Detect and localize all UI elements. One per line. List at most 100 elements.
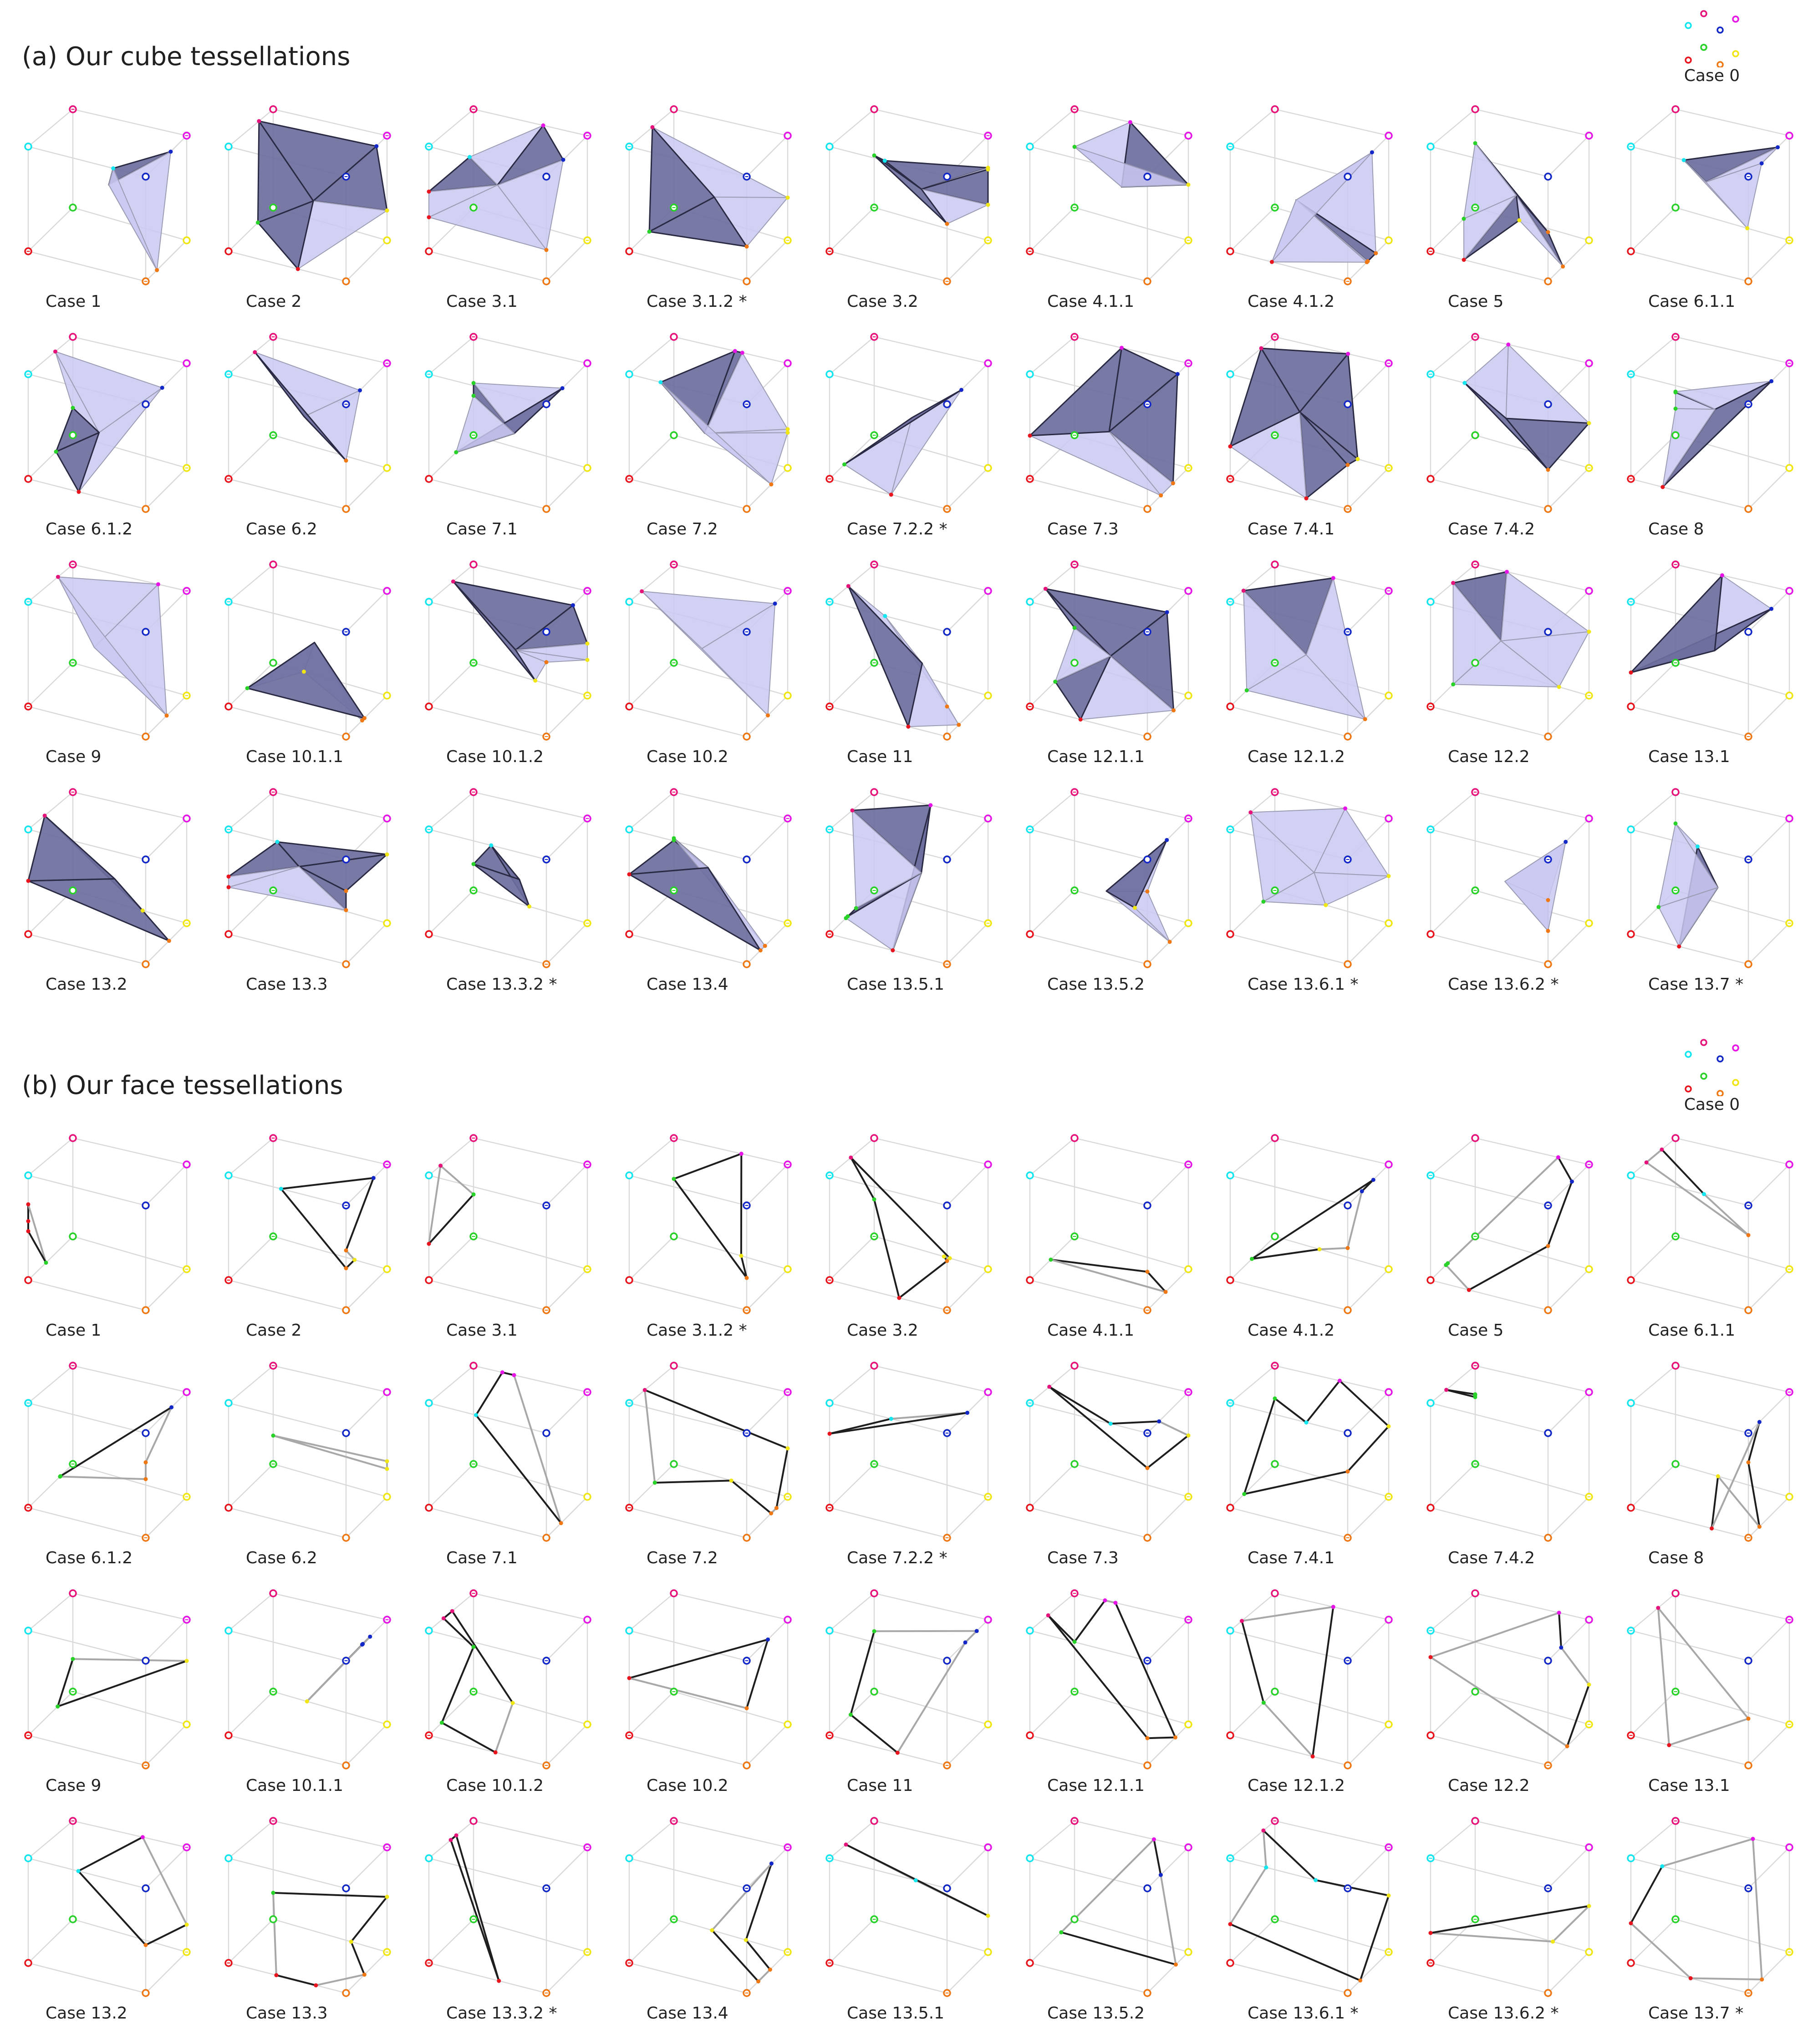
corner-marker bbox=[470, 660, 477, 666]
cube-edge bbox=[1748, 1724, 1789, 1765]
case-cell: Case 3.1 bbox=[405, 105, 601, 332]
cube-edge bbox=[28, 1858, 146, 1888]
edge-vertex bbox=[442, 1616, 446, 1620]
face-segment bbox=[712, 1864, 772, 1931]
corner-marker bbox=[1272, 334, 1278, 340]
cube-edge bbox=[1075, 1366, 1188, 1392]
edge-vertex bbox=[472, 381, 476, 385]
corner-marker bbox=[1786, 465, 1793, 471]
edge-vertex bbox=[1259, 346, 1263, 351]
corner-marker bbox=[225, 1627, 232, 1634]
cube-edge bbox=[28, 1138, 73, 1175]
face-segment bbox=[1348, 1426, 1389, 1471]
corner-marker bbox=[1472, 432, 1478, 438]
corner-marker bbox=[1144, 1885, 1151, 1891]
cube-edge bbox=[429, 1858, 546, 1888]
cube-edge bbox=[747, 1724, 788, 1765]
corner-marker bbox=[384, 360, 390, 366]
face-segment bbox=[759, 1970, 770, 1982]
cube-edge bbox=[346, 240, 387, 281]
corner-marker bbox=[1745, 401, 1752, 407]
corner-marker bbox=[871, 1233, 877, 1240]
cube-edge bbox=[1030, 1508, 1147, 1538]
corner-marker bbox=[1185, 1949, 1192, 1955]
edge-vertex bbox=[1667, 1743, 1671, 1747]
corner-marker bbox=[584, 132, 591, 139]
case-label: Case 11 bbox=[847, 1776, 913, 1795]
face-segment bbox=[60, 1477, 146, 1480]
cube-edge bbox=[229, 934, 346, 964]
cube-edge bbox=[346, 468, 387, 509]
edge-vertex bbox=[1073, 145, 1077, 149]
case-cell: Case 13.3.2 * bbox=[405, 1816, 601, 2044]
corner-marker bbox=[626, 826, 632, 833]
face-segment bbox=[1669, 1719, 1748, 1745]
corner-marker bbox=[584, 1617, 591, 1623]
corner-marker bbox=[143, 1762, 149, 1769]
edge-vertex bbox=[849, 1155, 853, 1159]
edge-vertex bbox=[344, 458, 348, 463]
corner-marker bbox=[343, 1430, 349, 1436]
corner-marker bbox=[1586, 588, 1592, 594]
case-cell: Case 10.2 bbox=[606, 560, 801, 788]
cube-edge bbox=[1475, 1138, 1589, 1164]
face-segment bbox=[1431, 1613, 1559, 1658]
cube-edge bbox=[947, 1164, 988, 1205]
corner-marker bbox=[470, 1916, 477, 1922]
case-diagram bbox=[9, 560, 191, 742]
cube-edge bbox=[674, 109, 788, 136]
corner-marker bbox=[1586, 1494, 1592, 1500]
cube-edge bbox=[429, 1963, 546, 1993]
edge-vertex bbox=[786, 1446, 790, 1450]
case-cell: Case 10.1.1 bbox=[205, 560, 401, 788]
corner-marker bbox=[826, 703, 833, 710]
case-cell: Case 6.2 bbox=[205, 332, 401, 560]
corner-marker bbox=[270, 789, 276, 795]
corner-marker bbox=[1385, 1721, 1392, 1728]
corner-marker bbox=[1786, 692, 1793, 699]
face-segment bbox=[899, 1261, 947, 1298]
cube-edge bbox=[874, 1138, 988, 1164]
face-segment bbox=[1658, 1608, 1669, 1745]
corner-marker bbox=[1144, 1430, 1151, 1436]
edge-vertex bbox=[1168, 940, 1172, 944]
corner-marker bbox=[1427, 1400, 1434, 1406]
cube-edge bbox=[1475, 792, 1589, 819]
corner-marker bbox=[1628, 1732, 1634, 1739]
case-diagram bbox=[810, 1361, 993, 1543]
edge-vertex bbox=[849, 1713, 853, 1717]
face-segment bbox=[1567, 1685, 1589, 1746]
corner-marker bbox=[1586, 1844, 1592, 1851]
case-diagram bbox=[1011, 332, 1193, 514]
corner-marker bbox=[871, 1818, 877, 1824]
cube-edge bbox=[1275, 109, 1389, 136]
case-label: Case 13.6.1 * bbox=[1248, 975, 1359, 994]
face-segment bbox=[851, 1158, 950, 1258]
corner-marker bbox=[1745, 733, 1752, 740]
cube-edge bbox=[874, 1464, 988, 1497]
edge-vertex bbox=[1660, 485, 1665, 489]
face-segment bbox=[495, 1703, 513, 1753]
corner-marker bbox=[183, 692, 190, 699]
corner-marker bbox=[1786, 237, 1793, 244]
cube-edge bbox=[1475, 1236, 1589, 1269]
corner-marker bbox=[584, 1721, 591, 1728]
face-segment bbox=[351, 1897, 387, 1942]
cube-edge bbox=[629, 251, 747, 281]
case-diagram bbox=[9, 105, 191, 287]
corner-marker bbox=[784, 1389, 791, 1395]
case-cell: Case 13.7 * bbox=[1607, 788, 1803, 1015]
cube-edge bbox=[1030, 208, 1075, 251]
edge-vertex bbox=[1747, 1460, 1751, 1464]
case-label: Case 10.1.1 bbox=[246, 747, 343, 766]
corner-marker bbox=[671, 887, 677, 894]
corner-marker bbox=[1586, 1389, 1592, 1395]
case-cell: Case 13.5.1 bbox=[806, 1816, 1002, 2044]
cube-edge bbox=[1230, 109, 1275, 147]
corner-marker bbox=[985, 1617, 991, 1623]
cube-edge bbox=[429, 1508, 546, 1538]
corner-marker bbox=[584, 360, 591, 366]
edge-vertex bbox=[1561, 264, 1565, 269]
corner-marker bbox=[225, 931, 232, 937]
corner-marker bbox=[584, 815, 591, 822]
